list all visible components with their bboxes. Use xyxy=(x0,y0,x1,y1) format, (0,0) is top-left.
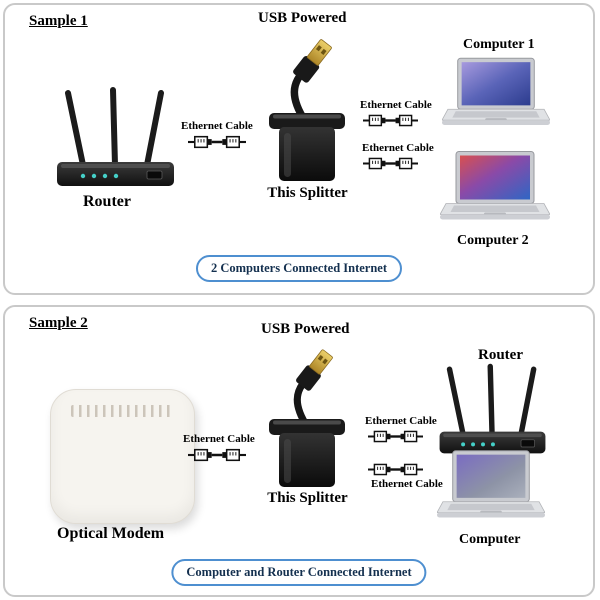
splitter-label-1: This Splitter xyxy=(267,185,348,201)
usb-plug-icon-2 xyxy=(293,349,333,429)
ethernet-cable-label-right-bottom-1: Ethernet Cable xyxy=(362,142,434,154)
banner-1: 2 Computers Connected Internet xyxy=(195,255,403,282)
laptop-icon-computer2 xyxy=(440,151,550,220)
usb-powered-label-2: USB Powered xyxy=(261,321,350,337)
ethernet-cable-label-right-bottom-2: Ethernet Cable xyxy=(371,478,443,490)
ethernet-cable-label-left-1: Ethernet Cable xyxy=(181,120,253,132)
computer1-label: Computer 1 xyxy=(463,37,535,52)
computer2-label: Computer 2 xyxy=(457,233,529,248)
laptop-icon-computer1 xyxy=(442,57,550,125)
optical-modem-label: Optical Modem xyxy=(57,525,165,542)
ethernet-cable-icon-left-1 xyxy=(188,135,246,149)
ethernet-cable-icon-left-2 xyxy=(188,448,246,462)
modem-vents xyxy=(70,405,175,417)
usb-powered-label-1: USB Powered xyxy=(258,10,347,26)
sample2-title: Sample 2 xyxy=(29,315,88,331)
ethernet-cable-label-left-2: Ethernet Cable xyxy=(183,433,255,445)
sample1-title: Sample 1 xyxy=(29,13,88,29)
sample2-panel: Sample 2 USB Powered This Splitter Optic… xyxy=(3,305,595,597)
sample1-panel: Sample 1 USB Powered This Splitter xyxy=(3,3,595,295)
ethernet-cable-icon-right-bottom-2 xyxy=(368,463,423,476)
splitter-icon-2 xyxy=(269,419,345,487)
ethernet-cable-label-right-top-1: Ethernet Cable xyxy=(360,99,432,111)
computer-label-2: Computer xyxy=(459,532,521,547)
optical-modem-icon xyxy=(50,389,195,524)
ethernet-cable-icon-right-top-1 xyxy=(363,114,418,127)
router-icon-2 xyxy=(439,363,546,454)
ethernet-cable-icon-right-bottom-1 xyxy=(363,157,418,170)
router-icon-1 xyxy=(57,87,174,186)
laptop-icon-computer3 xyxy=(437,450,545,518)
splitter-icon xyxy=(269,113,345,181)
ethernet-cable-icon-right-top-2 xyxy=(368,430,423,443)
usb-plug-icon xyxy=(290,39,332,123)
banner-2: Computer and Router Connected Internet xyxy=(171,559,427,586)
router-label-2: Router xyxy=(478,347,523,363)
splitter-label-2: This Splitter xyxy=(267,490,348,506)
router-label-1: Router xyxy=(83,193,131,210)
ethernet-cable-label-right-top-2: Ethernet Cable xyxy=(365,415,437,427)
